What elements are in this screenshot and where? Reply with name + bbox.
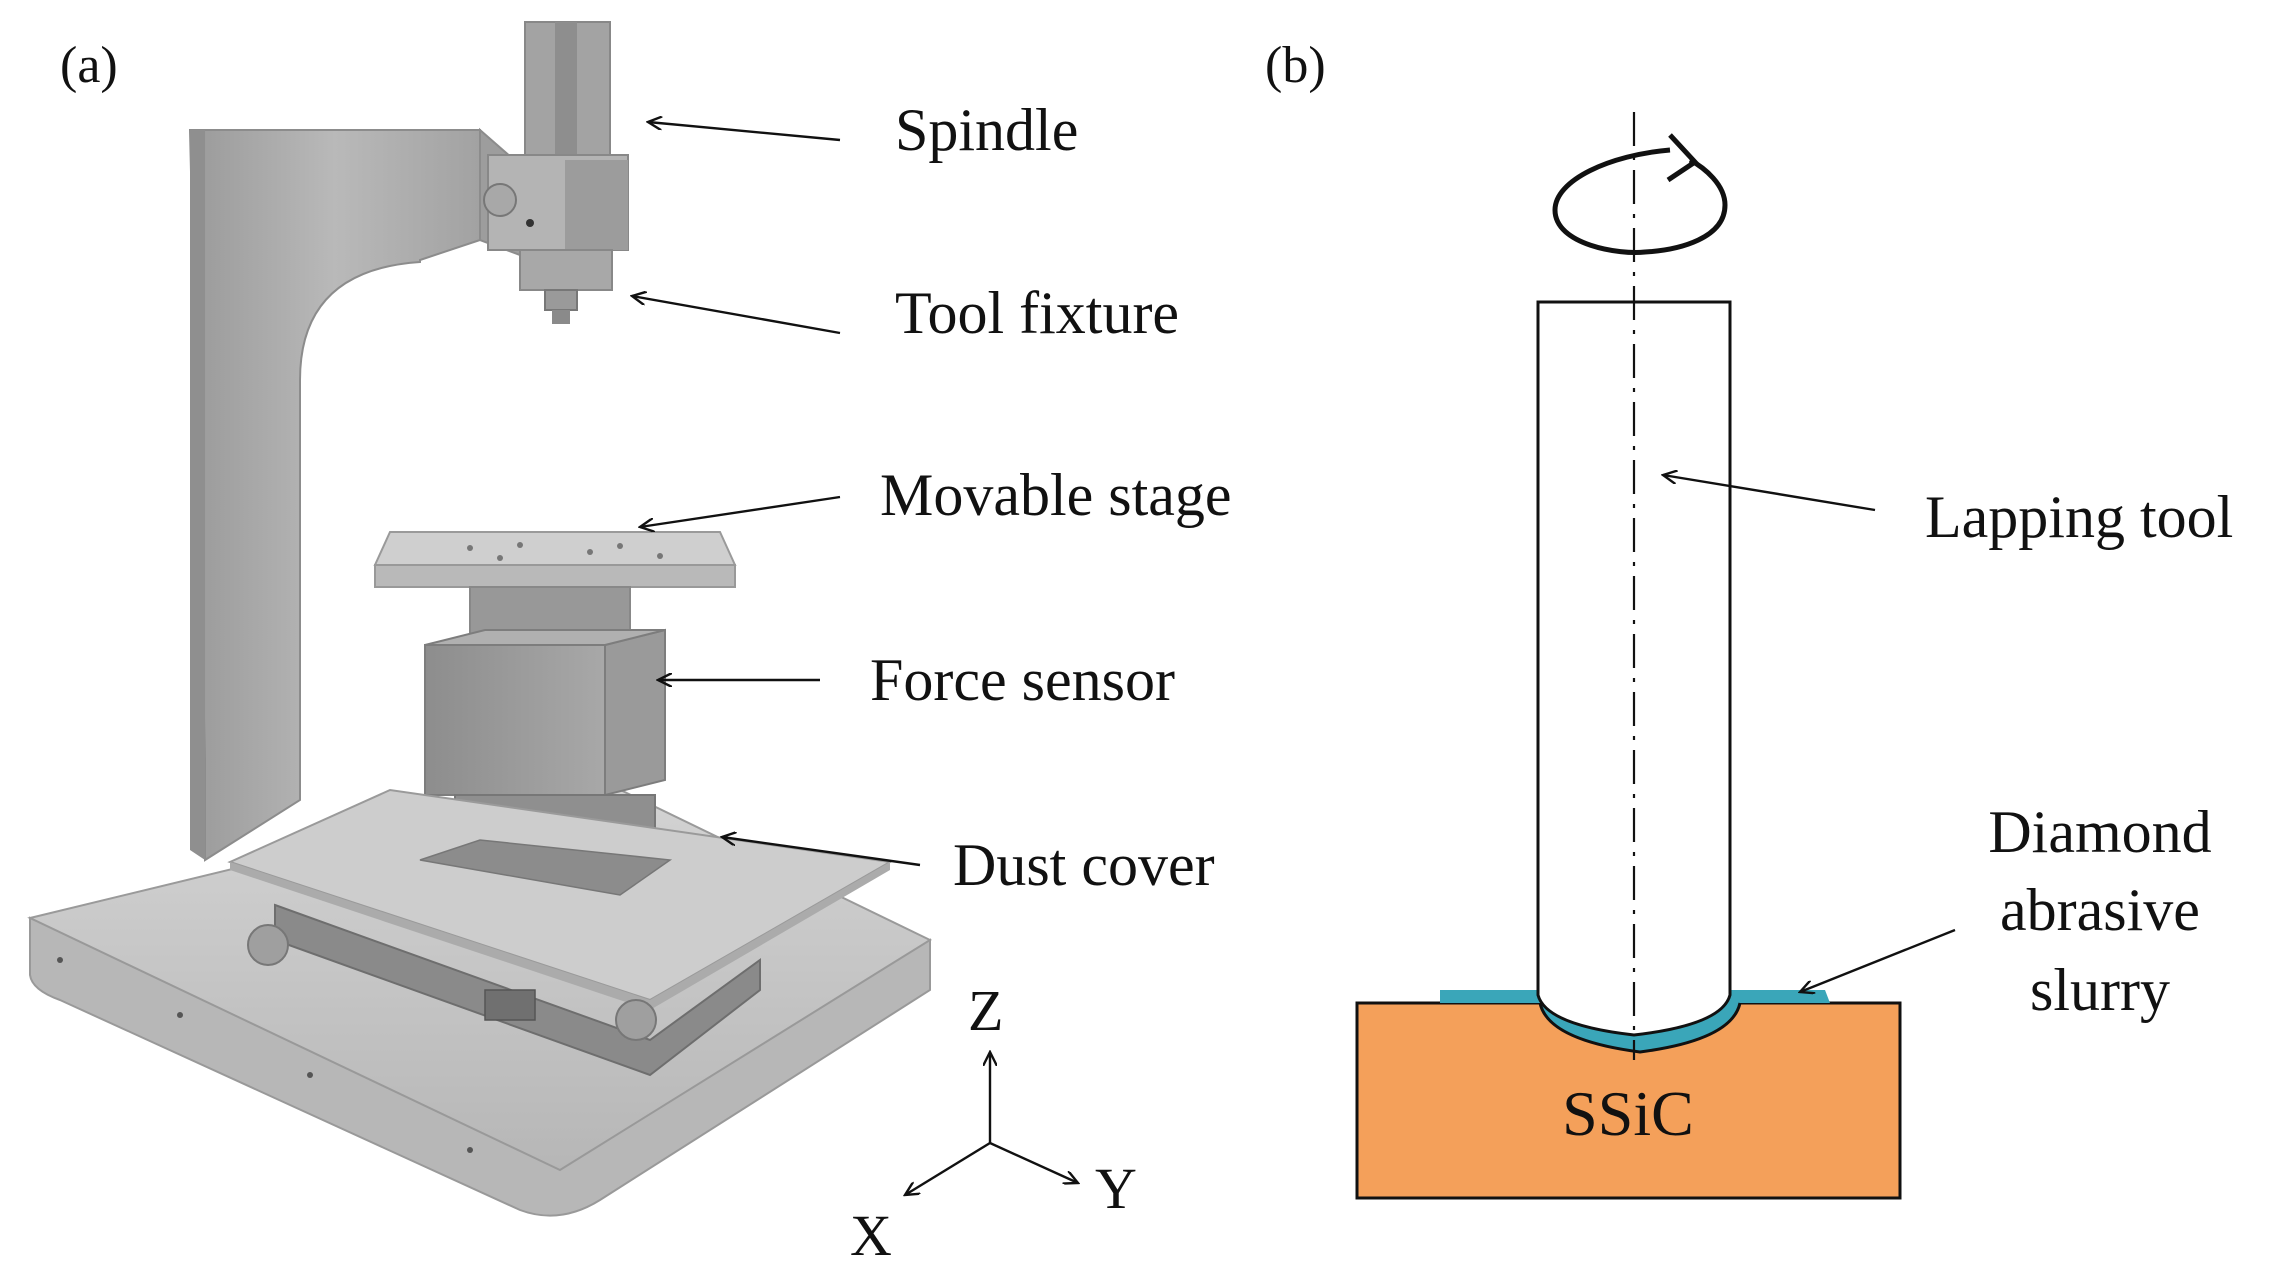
spindle-slot	[555, 22, 577, 172]
stage-hole	[517, 542, 523, 548]
z-axis-label: Z	[968, 978, 1003, 1043]
base-screw	[177, 1012, 183, 1018]
dust-cover-arrow	[722, 837, 921, 867]
tool-fixture-part	[544, 289, 578, 311]
x-axis	[905, 1141, 991, 1195]
panel-a: (a)	[27, 21, 1232, 1268]
slurry-label-line3: slurry	[2030, 957, 2170, 1023]
spindle-label: Spindle	[895, 97, 1078, 163]
force-sensor-front	[424, 644, 606, 796]
stage-hole	[587, 549, 593, 555]
base-screw	[57, 957, 63, 963]
slurry-label-line2: abrasive	[2000, 877, 2200, 943]
slurry-arrow	[1800, 928, 1956, 992]
lapping-tool	[1536, 300, 1732, 1037]
dust-cover-label: Dust cover	[953, 832, 1215, 898]
stage-hole	[617, 543, 623, 549]
panel-b: (b) Lapping tool Diamond abrasive slurry…	[1265, 37, 2233, 1200]
stage-hole	[657, 553, 663, 559]
column-side	[190, 130, 205, 860]
dust-cover-opening	[419, 839, 673, 896]
movable-stage-edge	[374, 564, 736, 588]
movable-stage-label: Movable stage	[880, 462, 1232, 528]
workpiece-label: SSiC	[1562, 1078, 1694, 1149]
tool-fixture-tip	[552, 310, 570, 324]
lapping-tool-arrow	[1663, 475, 1876, 512]
movable-stage-top	[373, 531, 737, 566]
x-axis-label: X	[850, 1203, 892, 1268]
xy-port	[484, 989, 536, 1021]
stage-hole	[467, 545, 473, 551]
base-screw	[307, 1072, 313, 1078]
spindle-mount-face	[565, 160, 628, 250]
coordinate-axes: Z Y X	[850, 978, 1137, 1268]
spindle-knob	[483, 183, 517, 217]
base-plate-front	[29, 916, 931, 1217]
rotation-arrowhead-icon	[1666, 133, 1699, 183]
panel-b-tag: (b)	[1265, 37, 1326, 94]
movable-stage-arrow	[640, 495, 841, 527]
panel-a-tag: (a)	[60, 37, 118, 94]
force-sensor-top	[424, 629, 666, 646]
base-screw	[467, 1147, 473, 1153]
force-sensor-side	[604, 628, 666, 797]
machine-illustration	[27, 21, 932, 1217]
spindle-arrow	[648, 122, 841, 142]
y-axis-label: Y	[1095, 1156, 1137, 1221]
xy-knob	[247, 924, 289, 966]
tool-fixture-arrow	[632, 296, 841, 335]
y-axis	[989, 1141, 1078, 1183]
xy-knob	[615, 999, 657, 1041]
lapping-tool-label: Lapping tool	[1925, 484, 2233, 550]
spindle-screw	[526, 219, 534, 227]
slurry-label-line1: Diamond	[1988, 799, 2211, 865]
force-sensor-label: Force sensor	[870, 647, 1175, 713]
spindle-lower	[519, 249, 613, 291]
stage-hole	[497, 555, 503, 561]
column	[188, 129, 481, 862]
tool-fixture-label: Tool fixture	[895, 280, 1179, 346]
rotation-arrow-icon	[1552, 147, 1728, 255]
